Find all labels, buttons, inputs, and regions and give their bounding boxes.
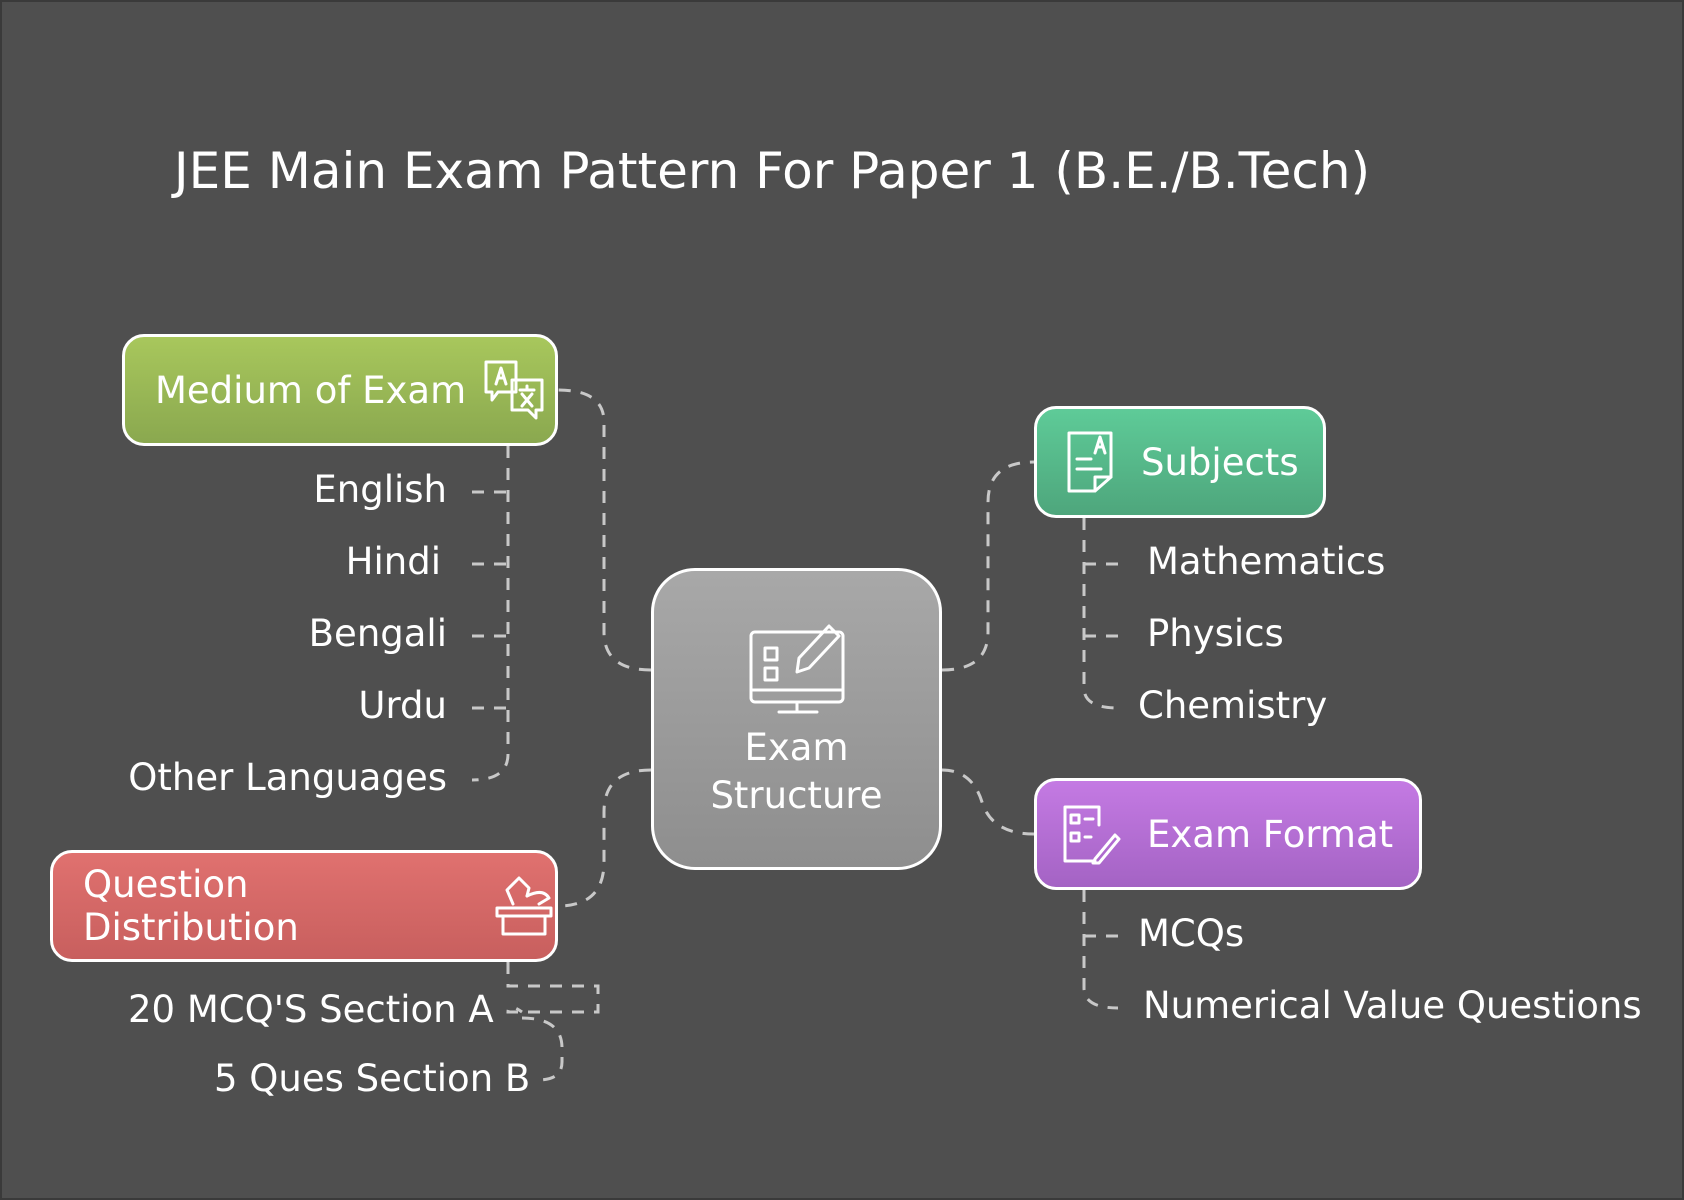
medium-item-other-languages: Other Languages [128, 756, 447, 799]
center-label-line1: Exam [744, 726, 849, 769]
connector-center-subjects [941, 460, 1035, 672]
format-item-numerical-value-questions: Numerical Value Questions [1143, 984, 1642, 1027]
diagram-title: JEE Main Exam Pattern For Paper 1 (B.E./… [173, 142, 1371, 200]
center-label-line2: Structure [710, 774, 883, 817]
medium-item-bengali: Bengali [308, 612, 447, 655]
question-distribution-label: Question Distribution [83, 863, 299, 949]
exam-format-node: Exam Format [1034, 778, 1422, 890]
subjects-item-mathematics: Mathematics [1147, 540, 1386, 583]
format-item-mcqs: MCQs [1138, 912, 1245, 955]
connector-subjects-spine [1082, 518, 1119, 710]
connector-qdist-sectionb [521, 1016, 564, 1082]
connector-format-spine [1082, 890, 1119, 1010]
ballot-box-icon [493, 874, 555, 938]
medium-item-english: English [313, 468, 447, 511]
question-distribution-node: Question Distribution [50, 850, 558, 962]
document-icon [1065, 429, 1115, 495]
translate-icon [482, 358, 546, 422]
subjects-node: Subjects [1034, 406, 1326, 518]
connector-qdist-sectiona [506, 962, 600, 1014]
connector-center-format [941, 768, 1035, 836]
exam-format-label: Exam Format [1147, 812, 1394, 856]
connector-center-medium [557, 388, 652, 672]
connector-medium-spine [471, 446, 510, 782]
connector-center-qdist [557, 768, 652, 908]
qdist-item-section-a: 20 MCQ'S Section A [128, 988, 494, 1031]
medium-item-urdu: Urdu [358, 684, 447, 727]
subjects-item-physics: Physics [1147, 612, 1284, 655]
subjects-label: Subjects [1141, 440, 1299, 484]
medium-of-exam-node: Medium of Exam [122, 334, 558, 446]
medium-item-hindi: Hindi [345, 540, 441, 583]
subjects-item-chemistry: Chemistry [1138, 684, 1328, 727]
center-node: Exam Structure [651, 568, 942, 870]
computer-checklist-pencil-icon [747, 618, 847, 718]
medium-of-exam-label: Medium of Exam [155, 368, 467, 412]
qdist-item-section-b: 5 Ques Section B [214, 1057, 531, 1100]
checklist-pencil-icon [1061, 803, 1121, 865]
